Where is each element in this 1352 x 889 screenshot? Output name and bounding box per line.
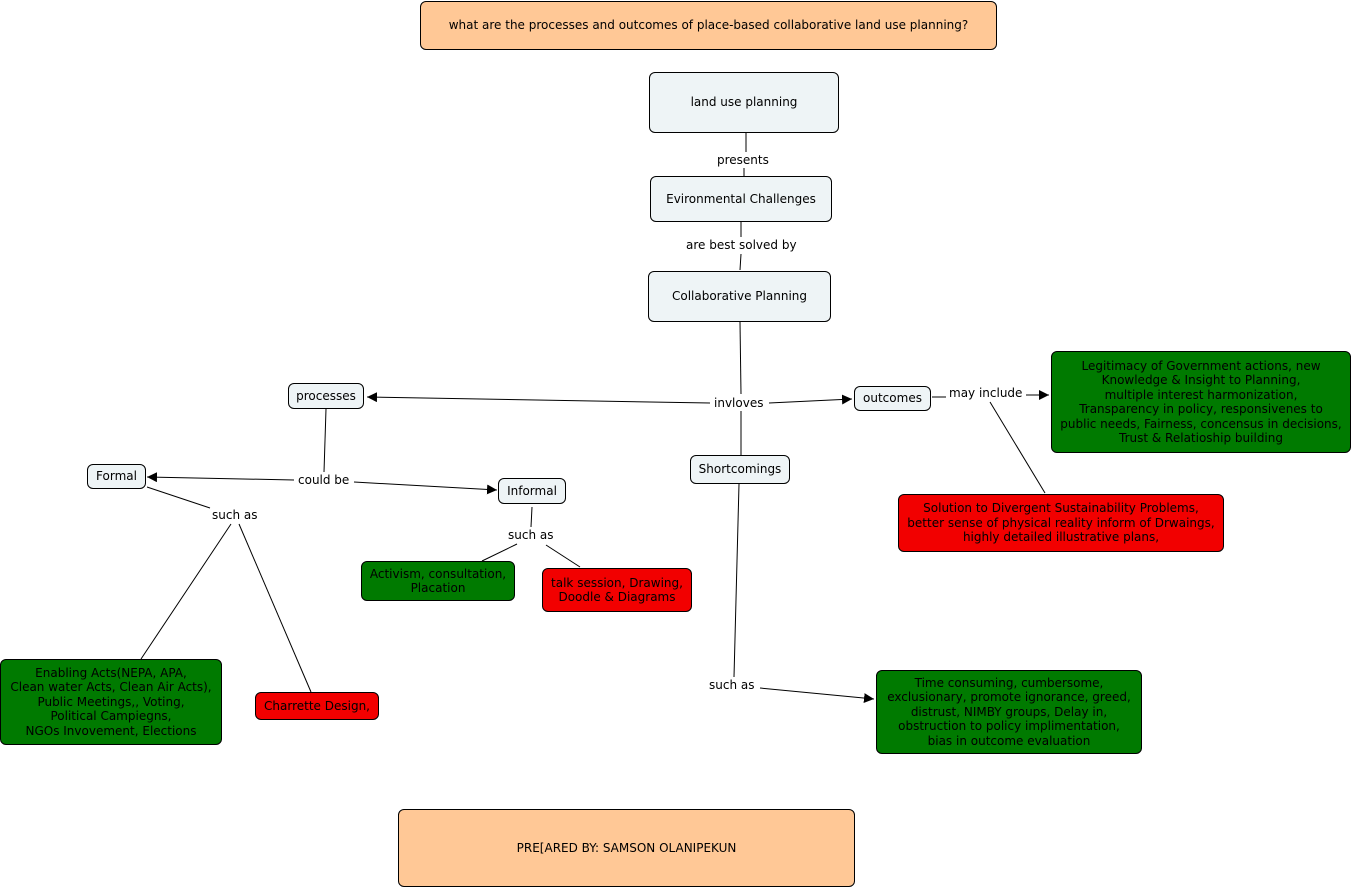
link-label-best-solved: are best solved by: [684, 238, 799, 253]
line-formal-suchas: [146, 486, 211, 509]
outcomes-green-node[interactable]: Legitimacy of Government actions, new Kn…: [1051, 351, 1351, 453]
formal-red-node[interactable]: Charrette Design,: [255, 692, 379, 720]
outcomes-red-node[interactable]: Solution to Divergent Sustainability Pro…: [898, 494, 1224, 552]
line-suchas-formalred: [238, 523, 312, 693]
collaborative-planning-node[interactable]: Collaborative Planning: [648, 271, 831, 322]
question-node[interactable]: what are the processes and outcomes of p…: [420, 1, 997, 50]
link-label-may-include: may include: [947, 386, 1025, 401]
line-solved-collab: [739, 253, 742, 271]
link-label-such-as-formal: such as: [210, 508, 260, 523]
line-short-suchas: [733, 483, 740, 678]
shortcomings-node[interactable]: Shortcomings: [690, 455, 790, 484]
formal-green-node[interactable]: Enabling Acts(NEPA, APA, Clean water Act…: [0, 659, 222, 745]
link-label-such-as-shortcomings: such as: [707, 678, 757, 693]
line-suchas-informalgreen: [481, 543, 518, 562]
link-label-could-be: could be: [296, 473, 352, 488]
line-mayinclude-red: [989, 401, 1046, 494]
arrow-involves-processes: [366, 392, 711, 404]
outcomes-node[interactable]: outcomes: [854, 386, 931, 411]
shortcomings-green-node[interactable]: Time consuming, cumbersome, exclusionary…: [876, 670, 1142, 754]
prepared-by-node[interactable]: PRE[ARED BY: SAMSON OLANIPEKUN: [398, 809, 855, 887]
line-collab-involves: [739, 321, 742, 395]
informal-green-node[interactable]: Activism, consultation, Placation: [361, 561, 515, 601]
link-label-presents: presents: [715, 153, 771, 168]
arrow-involves-outcomes: [768, 394, 853, 405]
link-label-involves: invloves: [712, 396, 766, 411]
arrow-suchas-shortgreen: [759, 687, 875, 704]
link-label-such-as-informal: such as: [506, 528, 556, 543]
arrow-couldbe-informal: [353, 481, 498, 495]
line-suchas-informalred: [545, 544, 581, 568]
informal-red-node[interactable]: talk session, Drawing, Doodle & Diagrams: [542, 568, 692, 612]
line-processes-couldbe: [323, 408, 327, 473]
processes-node[interactable]: processes: [288, 383, 364, 409]
land-use-planning-node[interactable]: land use planning: [649, 72, 839, 133]
formal-node[interactable]: Formal: [87, 464, 146, 489]
environmental-challenges-node[interactable]: Evironmental Challenges: [650, 176, 832, 222]
informal-node[interactable]: Informal: [498, 478, 566, 504]
line-informal-suchas: [530, 506, 533, 528]
line-suchas-formalgreen: [140, 523, 232, 660]
arrow-couldbe-formal: [146, 472, 295, 483]
